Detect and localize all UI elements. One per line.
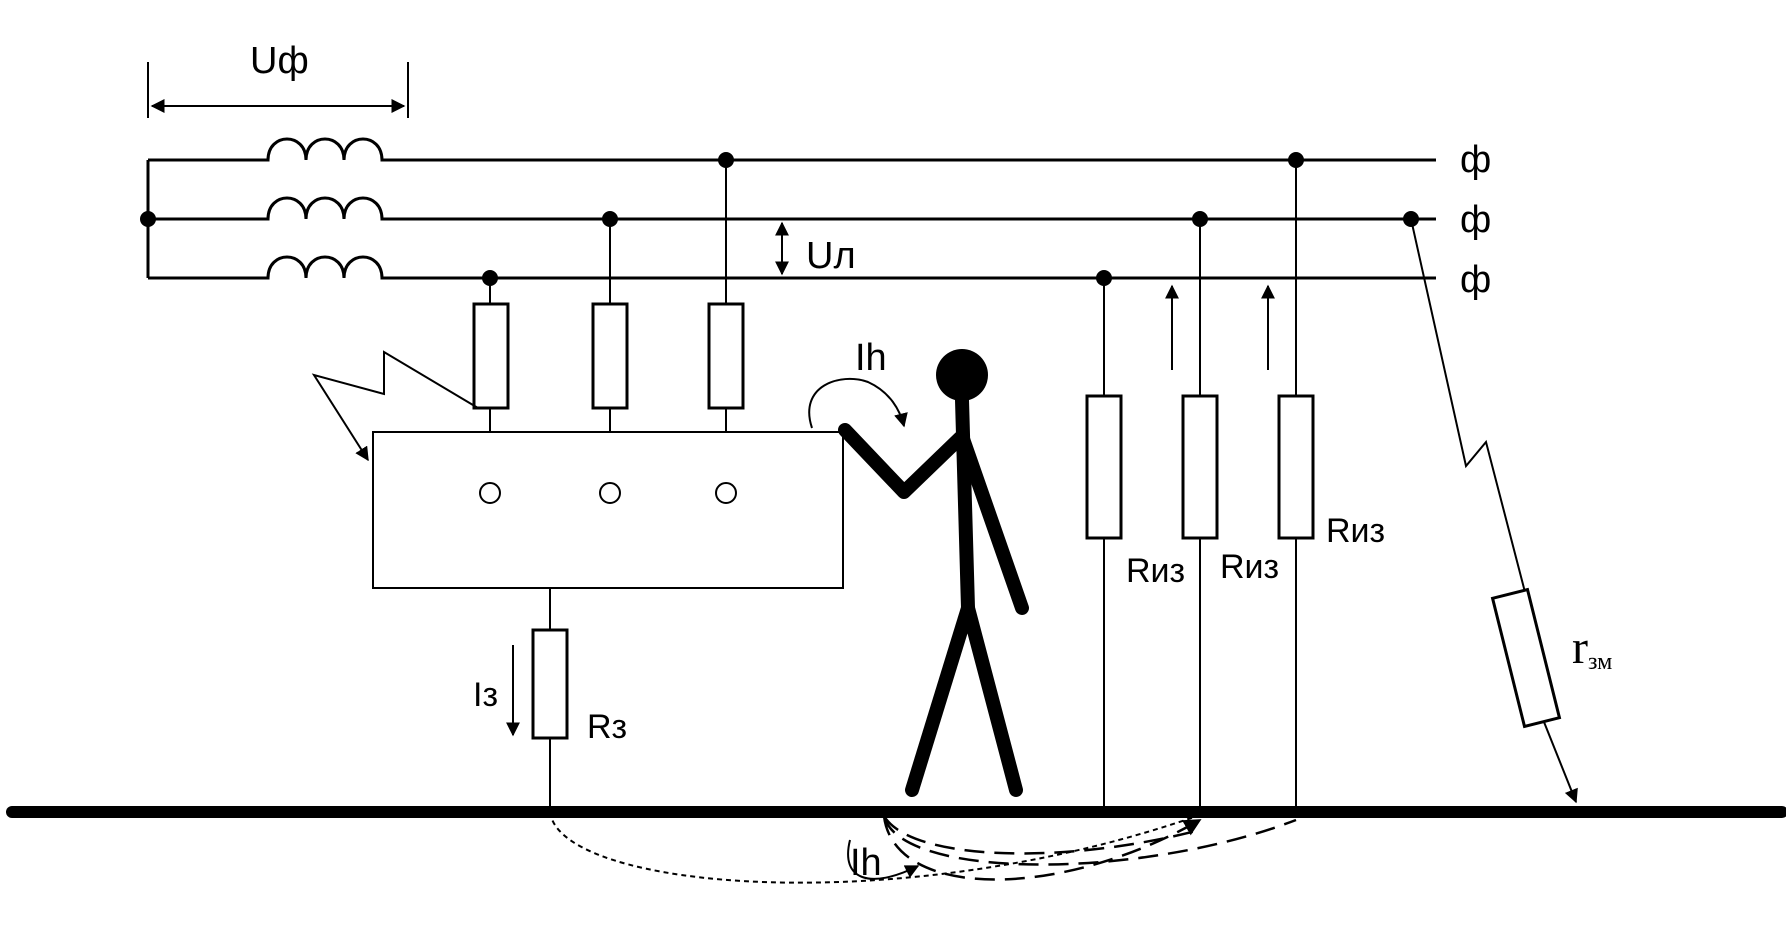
earth-resistance-label: Rз bbox=[587, 708, 627, 746]
earth-fault-resistance-label: rзм bbox=[1572, 621, 1612, 675]
insulation-resistance-label-1: Rиз bbox=[1126, 552, 1185, 590]
terminal-2 bbox=[599, 482, 621, 504]
line-voltage-label: Uл bbox=[806, 235, 856, 277]
earth-resistor bbox=[531, 628, 569, 740]
return-current-paths: Ih bbox=[549, 811, 1297, 884]
insulation-resistance-label-3: Rиз bbox=[1326, 512, 1385, 550]
body-current-label-top: Ih bbox=[855, 337, 887, 379]
earth-fault-resistor bbox=[1490, 587, 1562, 729]
insulation-resistances: Rиз Rиз Rиз bbox=[1085, 152, 1385, 806]
insulation-resistance-label-2: Rиз bbox=[1220, 548, 1279, 586]
fuse-2 bbox=[591, 302, 629, 410]
insulation-resistor-2 bbox=[1181, 394, 1219, 540]
fuse-1 bbox=[472, 302, 510, 410]
phase-label-1: ф bbox=[1460, 139, 1491, 181]
breakdown-zigzag bbox=[311, 350, 479, 462]
insulation-resistor-1 bbox=[1085, 394, 1123, 540]
equipment-enclosure bbox=[372, 431, 844, 589]
ground-fault-path: rзм bbox=[1403, 211, 1612, 804]
terminal-3 bbox=[715, 482, 737, 504]
phase-label-2: ф bbox=[1460, 199, 1491, 241]
line-voltage-dimension: Uл bbox=[775, 221, 856, 277]
phase-voltage-label: Uф bbox=[250, 40, 309, 82]
body-current-label-bottom: Ih bbox=[850, 842, 882, 884]
protective-earth: Iз Rз bbox=[473, 588, 627, 806]
person-figure bbox=[838, 349, 1029, 797]
body-current-arc bbox=[808, 377, 908, 429]
phase-label-3: ф bbox=[1460, 259, 1491, 301]
phase-voltage-dimension: Uф bbox=[147, 40, 409, 118]
insulation-resistor-3 bbox=[1277, 394, 1315, 540]
fuse-3 bbox=[707, 302, 745, 410]
earth-current-label: Iз bbox=[473, 676, 498, 714]
transformer-windings bbox=[140, 137, 1436, 280]
terminal-1 bbox=[479, 482, 501, 504]
